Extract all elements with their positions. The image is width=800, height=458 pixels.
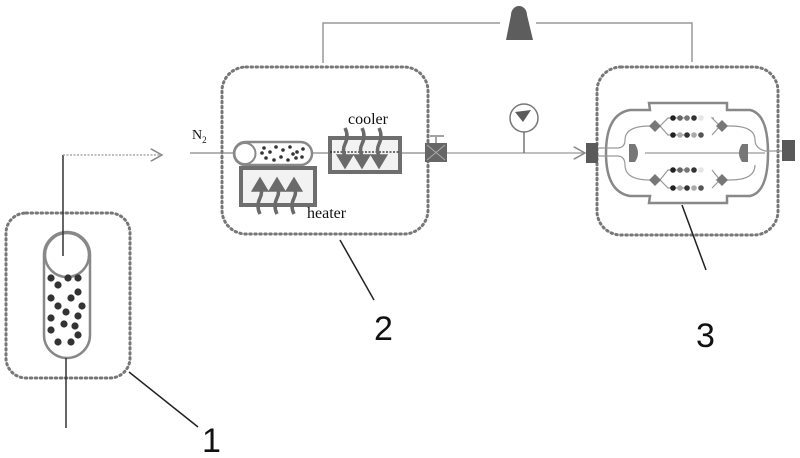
particle	[47, 274, 55, 282]
unit-3-leader	[681, 204, 707, 271]
source-particles	[47, 274, 86, 346]
chip-channels	[598, 115, 766, 191]
chip-mixer	[716, 120, 728, 132]
unit-3-label: 3	[696, 317, 715, 355]
gas-label: N2	[192, 128, 207, 145]
chip-outlet-chamber	[739, 144, 748, 162]
particle	[47, 326, 55, 334]
cooler-arrows-icon	[335, 127, 389, 170]
pressure-gauge-icon	[509, 103, 539, 133]
particle	[74, 288, 82, 296]
heater-arrows-icon	[250, 176, 304, 215]
particle	[288, 145, 292, 149]
source-tube-top	[43, 231, 91, 279]
chip-droplet	[677, 167, 683, 173]
chip-droplet	[691, 115, 697, 121]
unit-2-label: 2	[374, 310, 393, 348]
particle	[78, 302, 86, 310]
heat-arrow	[284, 176, 304, 215]
chip-mixer	[649, 174, 661, 186]
chip-droplet	[691, 167, 697, 173]
valve-icon	[425, 135, 447, 162]
chip-droplet	[670, 115, 676, 121]
particle	[268, 150, 272, 154]
unit-3-chip: 3	[586, 65, 795, 355]
cool-arrow	[369, 127, 389, 170]
chip-droplet	[698, 115, 704, 121]
particle	[47, 294, 55, 302]
cooler-label: cooler	[348, 111, 389, 128]
particle	[300, 155, 304, 159]
particle	[295, 150, 299, 154]
chip-droplet	[691, 185, 697, 191]
chip-channel	[598, 117, 766, 189]
particle	[301, 147, 305, 151]
particle	[71, 322, 79, 330]
chip-droplet	[670, 167, 676, 173]
reactor-particles	[260, 145, 305, 162]
particle	[54, 302, 62, 310]
chip-mixer	[716, 174, 728, 186]
heat-arrow	[250, 176, 270, 215]
transfer-line	[447, 103, 585, 153]
heater-label: heater	[307, 205, 347, 222]
unit-2-leader	[339, 239, 375, 301]
chip-inlet-connector	[586, 143, 598, 163]
particle	[274, 145, 278, 149]
particle	[74, 274, 82, 282]
chip-droplet	[684, 167, 690, 173]
particle	[286, 158, 290, 162]
unit-1-leader	[128, 371, 199, 428]
particle	[54, 281, 62, 289]
chip-outlet-connector	[782, 140, 795, 161]
particle	[262, 146, 266, 150]
unit-1-source: 1	[4, 155, 221, 458]
particle	[281, 148, 285, 152]
particle	[279, 155, 283, 159]
particle	[64, 274, 72, 282]
chip-droplet	[670, 185, 676, 191]
particle	[294, 156, 298, 160]
particle	[67, 294, 75, 302]
cool-arrow	[335, 127, 355, 170]
reactor-inlet-circle	[233, 142, 257, 165]
chip-droplet	[698, 185, 704, 191]
chip-droplet	[684, 132, 690, 138]
particle	[67, 338, 75, 346]
chip-mixer	[649, 120, 661, 132]
chip-droplet	[677, 115, 683, 121]
particle	[60, 320, 68, 328]
heat-arrow	[267, 176, 287, 215]
control-wire	[322, 22, 500, 63]
chip-droplet	[691, 132, 697, 138]
chip-droplet	[684, 185, 690, 191]
chip-inlet-chamber	[629, 144, 638, 162]
chip-droplet	[677, 185, 683, 191]
unit-1-boundary	[4, 211, 132, 380]
control-line	[322, 6, 693, 63]
particle	[291, 152, 295, 156]
cool-arrow	[352, 127, 372, 170]
particle	[62, 308, 70, 316]
particle	[47, 314, 55, 322]
unit-1-label: 1	[202, 422, 221, 458]
chip-droplet	[677, 132, 683, 138]
chip-droplet	[698, 167, 704, 173]
chip-droplet	[670, 132, 676, 138]
control-wire-right	[536, 22, 693, 62]
particle	[272, 158, 276, 162]
particle	[264, 156, 268, 160]
unit-2-reactor: N2 heater cooler 2	[190, 65, 447, 348]
particle	[260, 151, 264, 155]
particle	[54, 338, 62, 346]
chip-droplet	[684, 115, 690, 121]
sensor-icon	[506, 6, 533, 40]
chip-droplet	[698, 132, 704, 138]
particle	[74, 331, 82, 339]
particle	[74, 312, 82, 320]
